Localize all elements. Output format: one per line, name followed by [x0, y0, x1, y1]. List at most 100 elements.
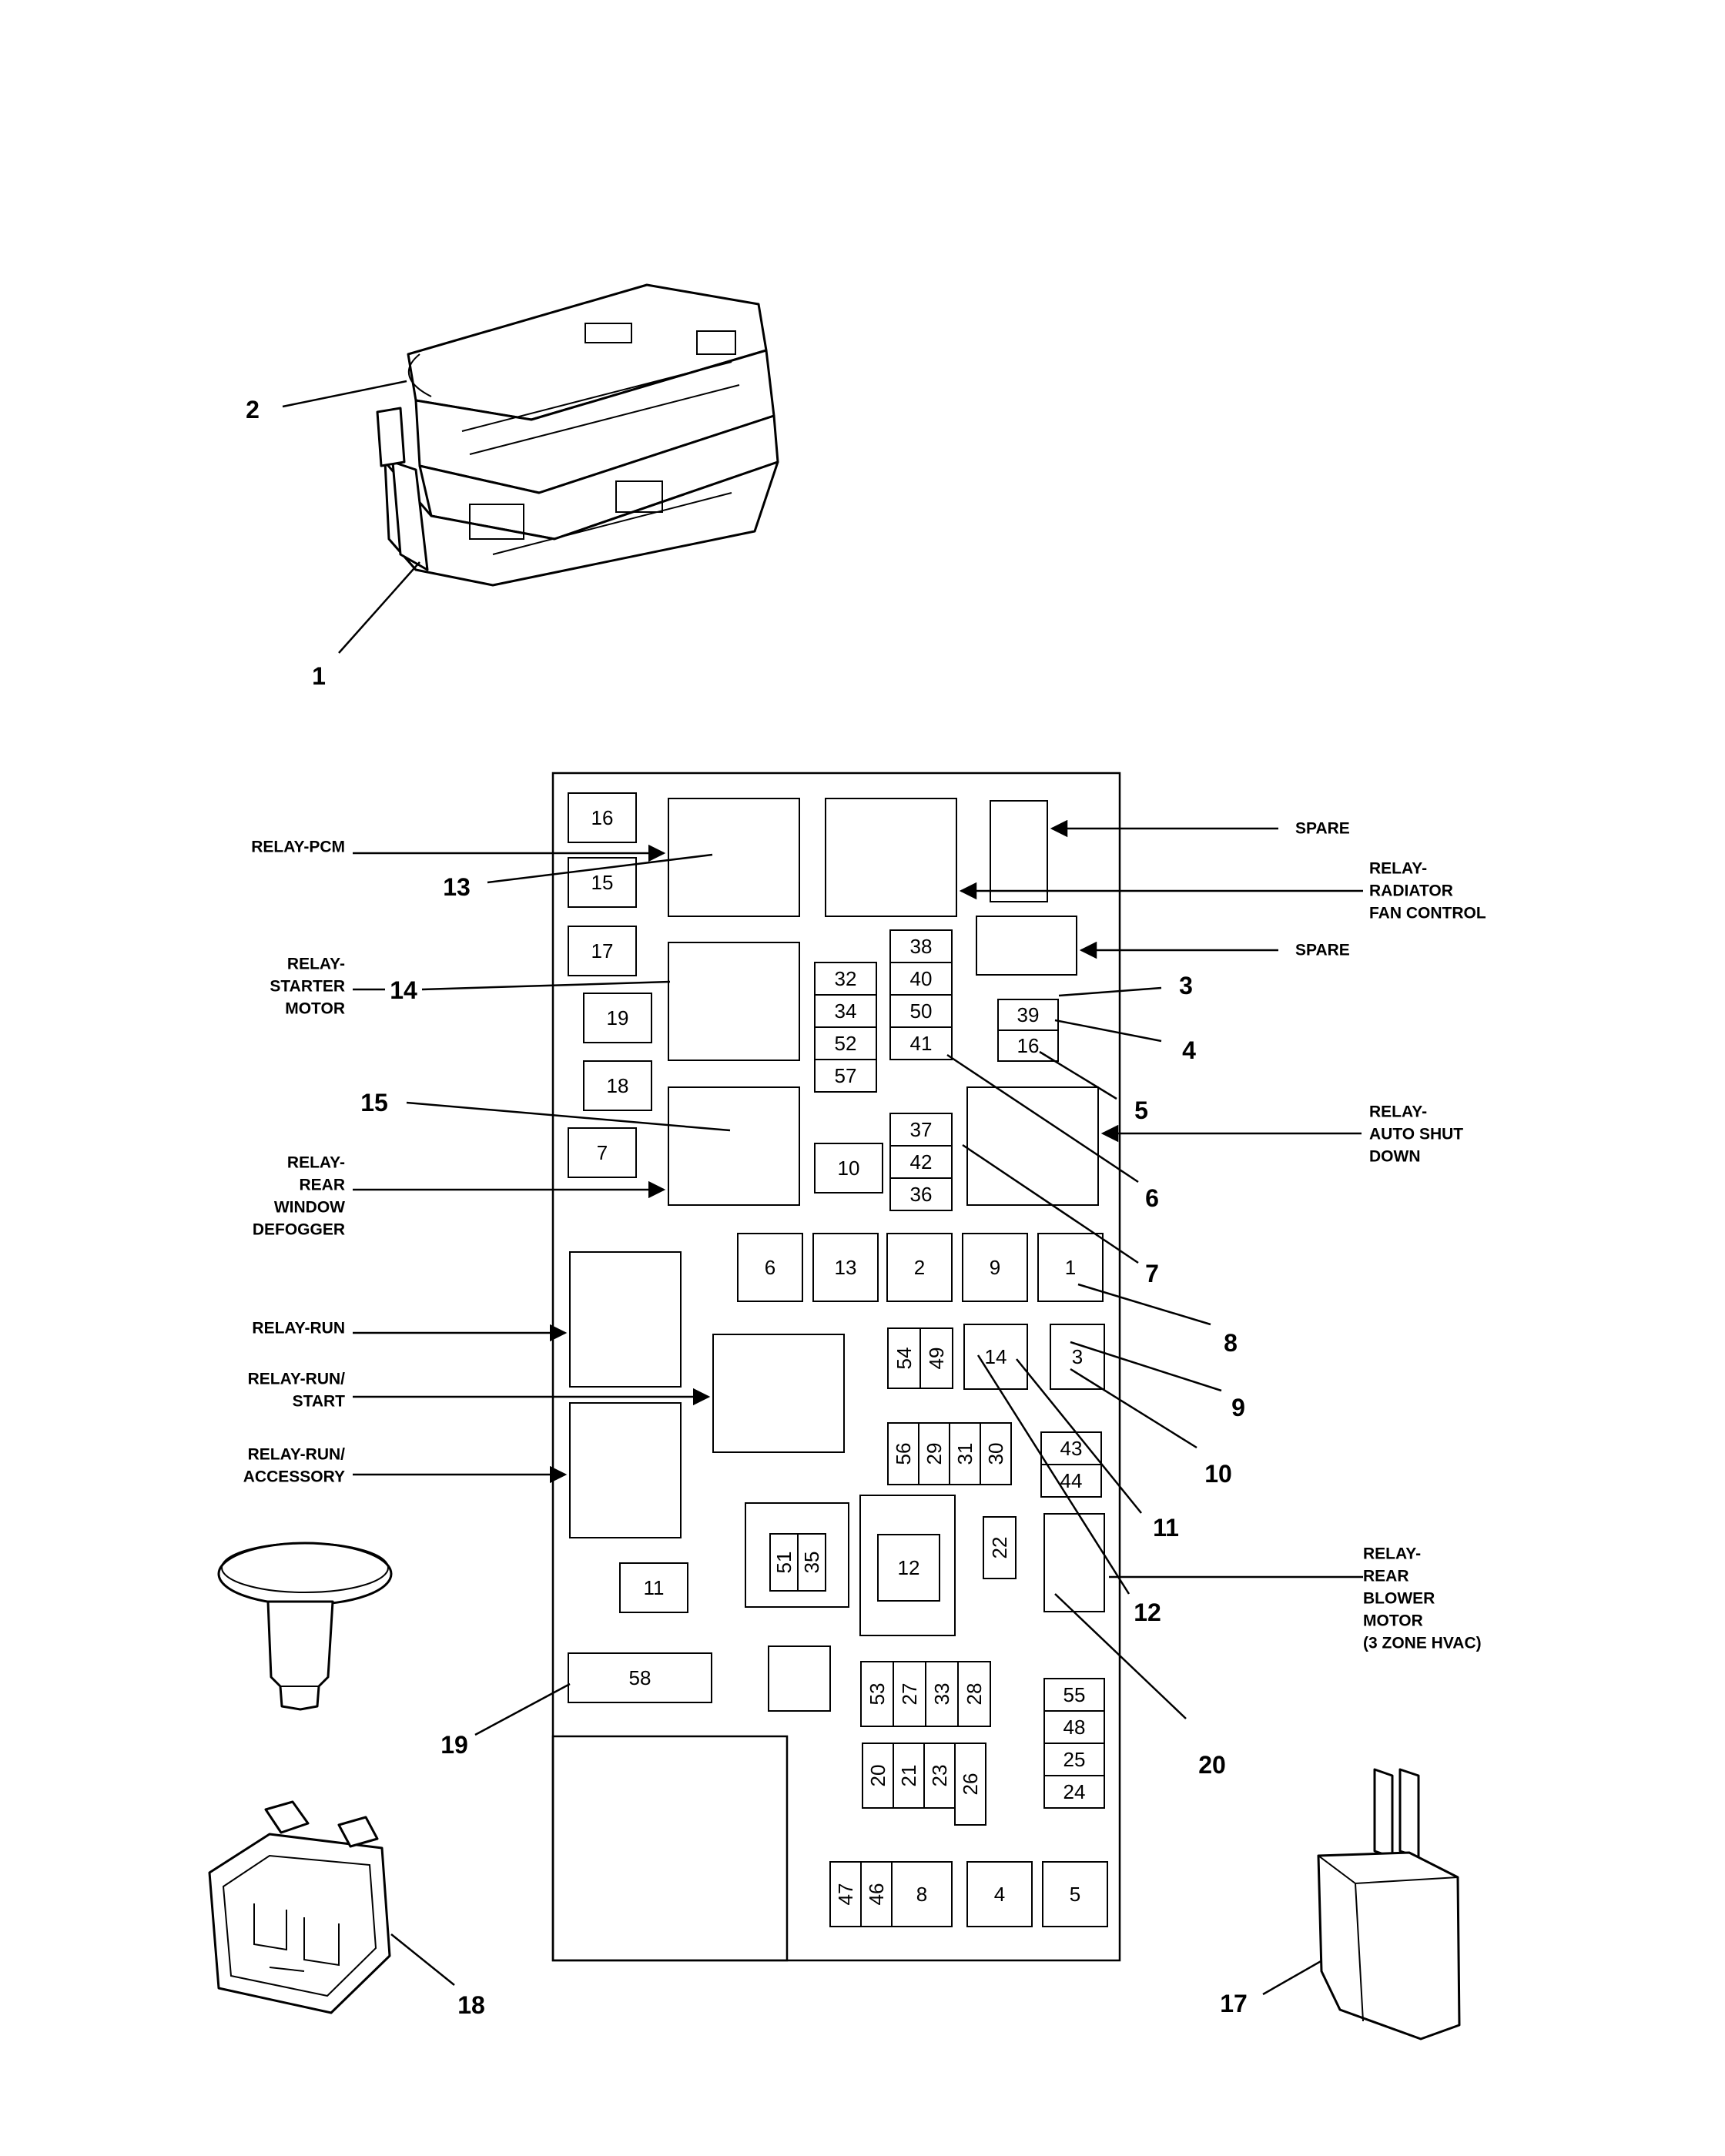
label-line: START: [293, 1393, 346, 1411]
fuse-cell-label: 32: [835, 967, 857, 990]
pdc-housing-illustration: [376, 283, 779, 587]
fuse-cell-32: 32: [814, 962, 877, 996]
fuse-cell-40: 40: [889, 962, 953, 996]
label-line: STARTER: [270, 978, 345, 996]
relay-starter-slot: [668, 942, 800, 1061]
fuse-cell-47: 47: [829, 1861, 862, 1927]
fuse-cell-12: 12: [877, 1534, 940, 1602]
fuse-cell-label: 15: [591, 871, 614, 894]
callout-9: 9: [1231, 1394, 1245, 1421]
fuse-cell-21: 21: [893, 1743, 925, 1809]
fuse-cell-label: 1: [1065, 1256, 1076, 1279]
fuse-cell-54: 54: [887, 1327, 921, 1389]
fuse-cell-label: 23: [928, 1765, 951, 1787]
fuse-cell-10: 10: [814, 1143, 883, 1194]
fuse-cell-31: 31: [949, 1422, 981, 1485]
fuse-cell-label: 51: [772, 1552, 796, 1574]
callout-18: 18: [457, 1991, 485, 2019]
fuse-cell-label: 56: [892, 1443, 915, 1465]
fuse-cell-label: 3: [1072, 1345, 1083, 1368]
fuse-cell-55: 55: [1043, 1678, 1105, 1712]
fuse-cell-label: 28: [963, 1683, 986, 1706]
fuse-cell-1: 1: [1037, 1233, 1104, 1302]
fuse-cell-label: 53: [866, 1683, 889, 1706]
fuse-cell-label: 22: [988, 1537, 1011, 1559]
fuse-cell-label: 54: [893, 1348, 916, 1370]
label-line: RELAY-PCM: [251, 839, 345, 856]
relay-radiator-slot: [825, 798, 957, 917]
fuse-cell-label: 8: [916, 1883, 927, 1906]
fuse-cell-30: 30: [980, 1422, 1012, 1485]
fuse-cell-17: 17: [568, 926, 637, 976]
callout-2: 2: [246, 396, 260, 424]
fuse-cell-label: 58: [629, 1666, 651, 1689]
fuse-cell-label: 38: [910, 935, 933, 958]
fuse-cell-35: 35: [797, 1533, 826, 1592]
fuse-cell-3: 3: [1050, 1324, 1105, 1390]
fuse-cell-label: 10: [838, 1157, 860, 1180]
label-line: BLOWER: [1363, 1590, 1435, 1608]
fuse-cell-label: 55: [1063, 1683, 1086, 1706]
fuse-cell-label: 39: [1017, 1003, 1040, 1026]
spare-mid-slot: [976, 916, 1077, 976]
label-line: SPARE: [1295, 820, 1350, 838]
leader-lines: [282, 380, 1363, 1996]
fuse-cell-49: 49: [919, 1327, 953, 1389]
fuse-cell-label: 29: [923, 1443, 946, 1465]
fuse-cell-label: 40: [910, 967, 933, 990]
label-line: MOTOR: [1363, 1612, 1423, 1630]
fuse-cell-20: 20: [862, 1743, 894, 1809]
fuse-cell-label: 7: [597, 1141, 608, 1164]
fuse-cell-label: 24: [1063, 1780, 1086, 1803]
fuse-cell-33: 33: [925, 1661, 959, 1727]
callout-19: 19: [440, 1731, 468, 1759]
fuse-cell-25: 25: [1043, 1743, 1105, 1776]
callout-7: 7: [1145, 1260, 1159, 1287]
callout-12: 12: [1134, 1599, 1161, 1626]
fuse-cell-label: 52: [835, 1032, 857, 1055]
fuse-cell-label: 30: [984, 1443, 1007, 1465]
fuse-cell-9: 9: [962, 1233, 1028, 1302]
label-line: RELAY-: [287, 956, 345, 973]
fuse-cell-41: 41: [889, 1026, 953, 1060]
fuse-cell-label: 37: [910, 1118, 933, 1141]
relay-positions: [569, 798, 1105, 1712]
fuse-cell-label: 16: [1017, 1034, 1040, 1057]
fuse-cell-label: 5: [1070, 1883, 1080, 1906]
fuse-cell-label: 18: [607, 1074, 629, 1097]
fuse-cell-label: 6: [765, 1256, 775, 1279]
fuse-cell-label: 44: [1060, 1469, 1083, 1492]
relay-asd-slot: [966, 1086, 1099, 1206]
fuse-cell-26: 26: [954, 1743, 986, 1826]
callout-15: 15: [360, 1089, 388, 1116]
relay-run-accessory-slot: [569, 1402, 682, 1538]
label-line: (3 ZONE HVAC): [1363, 1635, 1482, 1652]
fuse-cell-22: 22: [983, 1516, 1017, 1579]
label-line: DEFOGGER: [253, 1221, 345, 1239]
fuse-cell-label: 42: [910, 1150, 933, 1173]
fuse-cells: 1615171918732345257384050413916374236106…: [568, 792, 1108, 1927]
relay-illustration: [208, 1800, 391, 2014]
label-line: RELAY-: [287, 1154, 345, 1172]
fuse-cell-label: 47: [834, 1883, 857, 1906]
label-line: REAR: [299, 1177, 345, 1194]
fuse-cell-label: 12: [898, 1556, 920, 1579]
fuse-cell-57: 57: [814, 1059, 877, 1093]
fuse-cell-24: 24: [1043, 1775, 1105, 1809]
fuse-cell-46: 46: [860, 1861, 893, 1927]
callout-10: 10: [1204, 1460, 1232, 1488]
fuse-cell-15: 15: [568, 857, 637, 908]
relay-defogger-slot: [668, 1086, 800, 1206]
label-line: SPARE: [1295, 942, 1350, 959]
fuse-cell-48: 48: [1043, 1710, 1105, 1744]
callout-20: 20: [1198, 1751, 1226, 1779]
fuse-cell-label: 17: [591, 939, 614, 962]
fuse-cell-label: 48: [1063, 1716, 1086, 1739]
callout-4: 4: [1182, 1036, 1196, 1064]
fuse-box-outline: [551, 772, 1121, 1962]
